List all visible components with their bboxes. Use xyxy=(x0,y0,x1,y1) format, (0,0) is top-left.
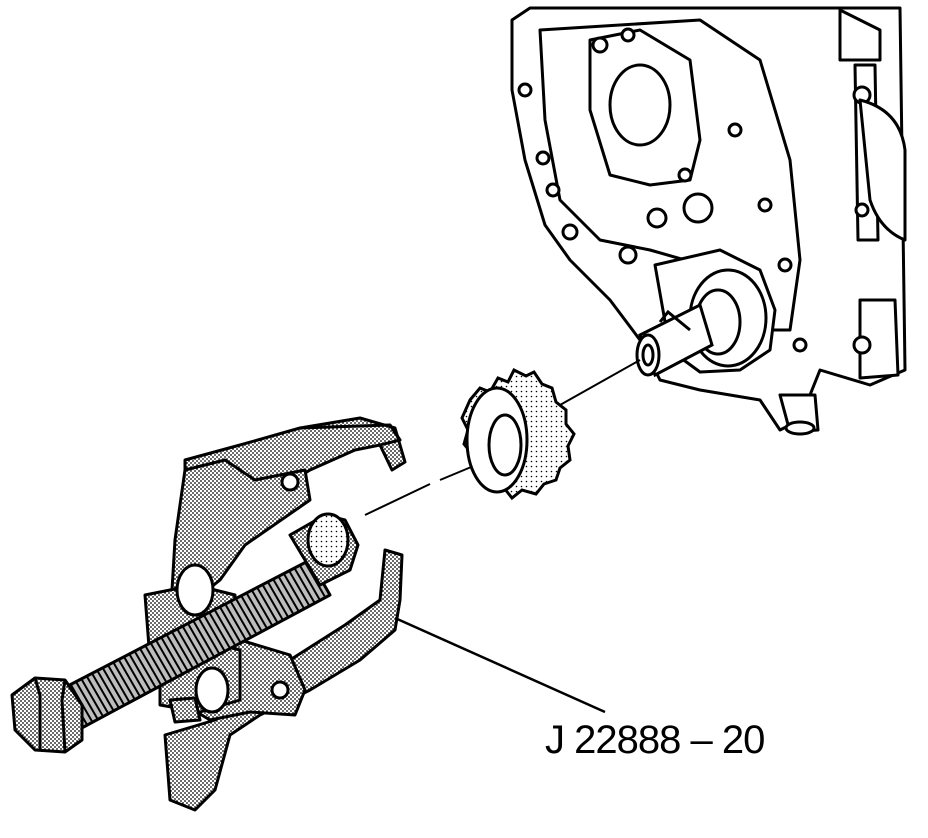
callout-leader-line xyxy=(394,616,606,714)
crankshaft-nose xyxy=(635,302,714,378)
engine-front-cover xyxy=(510,6,907,436)
crankshaft-sprocket xyxy=(460,367,576,501)
gear-puller-tool xyxy=(10,416,407,812)
tool-callout-label: J 22888 – 20 xyxy=(545,718,765,762)
